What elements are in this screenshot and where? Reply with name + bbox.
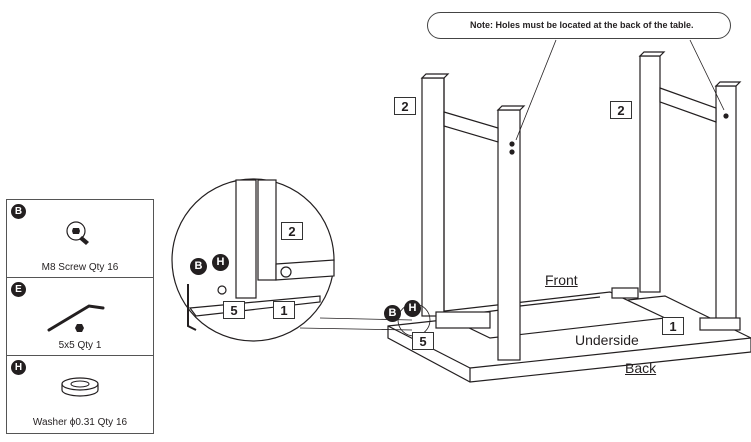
callout-detail-frame: 1 [273, 301, 295, 319]
screw-icon [66, 221, 89, 245]
part-label: 5x5 Qty 1 [58, 340, 102, 351]
leg-crossbar [659, 87, 717, 123]
callout-detail-corner: 5 [223, 301, 245, 319]
note-text: Note: Holes must be located at the back … [470, 20, 694, 30]
label-front: Front [545, 272, 578, 288]
leg [497, 109, 521, 361]
part-screw: B M8 Screw Qty 16 [7, 200, 153, 278]
callout-main-b: B [384, 305, 401, 322]
callout-detail-b: B [190, 258, 207, 275]
part-id-badge: B [11, 204, 26, 219]
hex-key-icon [47, 304, 105, 332]
part-id-badge: E [11, 282, 26, 297]
note-callout: Note: Holes must be located at the back … [427, 12, 731, 39]
part-id-badge: H [11, 360, 26, 375]
leg-crossbar [443, 111, 499, 143]
part-label: Washer ϕ0.31 Qty 16 [32, 417, 128, 428]
washer-icon [61, 377, 99, 397]
part-washer: H Washer ϕ0.31 Qty 16 [7, 356, 153, 433]
leg [715, 85, 737, 327]
callout-main-frame: 1 [662, 317, 684, 335]
callout-main-corner: 5 [412, 332, 434, 350]
callout-leg-right: 2 [610, 101, 632, 119]
leg [639, 55, 661, 293]
callout-main-h: H [404, 300, 421, 317]
callout-leg-left: 2 [394, 97, 416, 115]
label-back: Back [625, 360, 657, 376]
parts-list: B M8 Screw Qty 16 E 5x5 Qty 1 H Washer ϕ… [6, 199, 154, 434]
callout-detail-h: H [212, 254, 229, 271]
callout-detail-leg: 2 [281, 222, 303, 240]
part-label: M8 Screw Qty 16 [41, 262, 119, 273]
part-hex-key: E 5x5 Qty 1 [7, 278, 153, 356]
leg [421, 77, 445, 317]
label-underside: Underside [575, 332, 639, 348]
